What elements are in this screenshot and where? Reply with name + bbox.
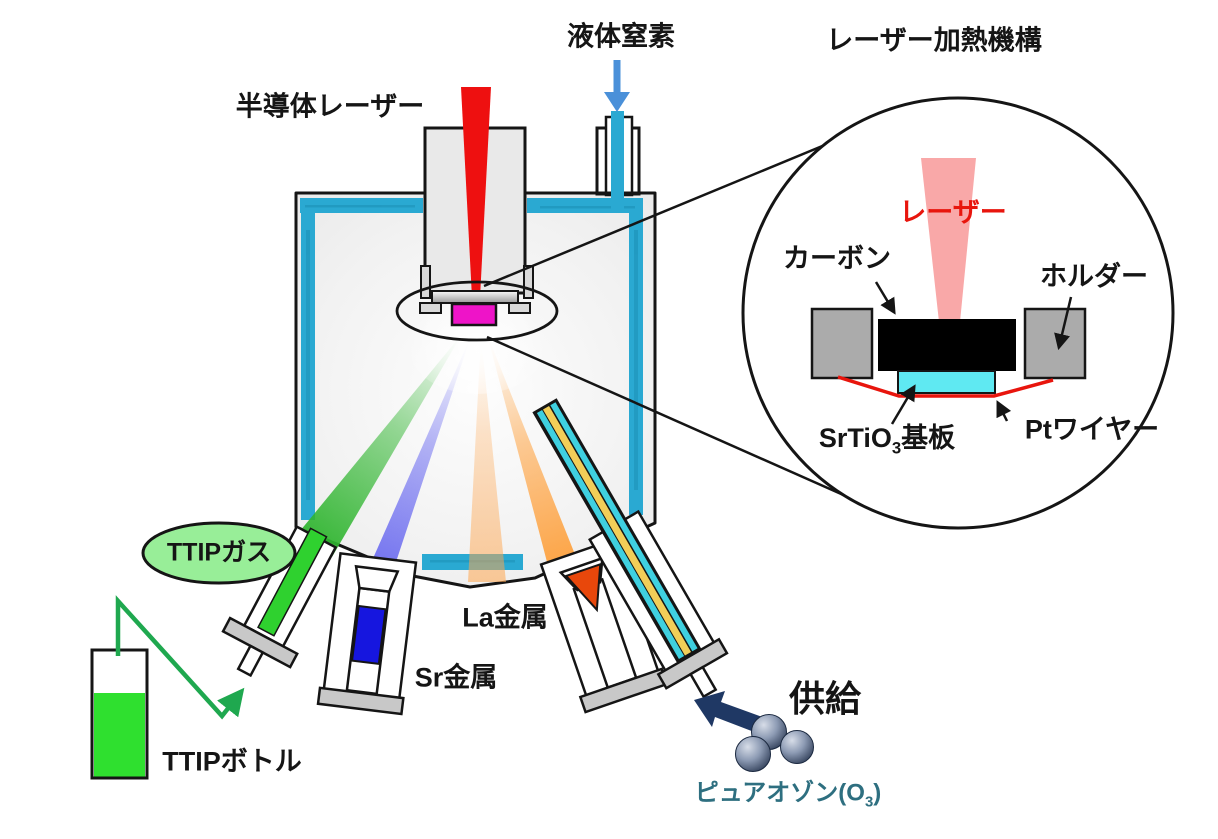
ttip-gas-bubble	[141, 521, 297, 585]
label-sr-metal: Sr金属	[414, 662, 498, 693]
label-holder: ホルダー	[1040, 261, 1148, 292]
ozone-molecule	[735, 714, 814, 772]
ln2-liquid	[611, 111, 624, 213]
la-cell	[539, 538, 669, 714]
label-pt-wire: Ptワイヤー	[1024, 414, 1160, 445]
label-carbon: カーボン	[783, 243, 891, 274]
cooling-lining-top-right	[527, 198, 643, 213]
callout-ellipse	[395, 280, 559, 342]
label-semiconductor-laser: 半導体レーザー	[235, 91, 425, 122]
beam-pale-orange	[468, 336, 506, 582]
callout-line-bottom	[486, 335, 867, 507]
beam-orange-la	[487, 334, 580, 581]
substrate-arrow	[890, 384, 916, 425]
label-pure-ozone: ピュアオゾン(O3)	[694, 779, 882, 811]
carbon-arrow	[874, 281, 896, 315]
sample	[450, 302, 498, 327]
sr-flange	[316, 686, 405, 716]
laser-beam	[461, 87, 491, 298]
label-laser: レーザー	[899, 197, 1007, 228]
label-laser-heating-mechanism: レーザー加熱機構	[826, 25, 1042, 56]
sr-cell	[316, 551, 418, 716]
stage-bar	[431, 290, 519, 304]
ttip-flow-arrow	[115, 595, 245, 720]
sample-stage	[419, 265, 534, 327]
holder-block-left	[810, 307, 874, 380]
holder-block-right	[1023, 307, 1087, 380]
ozone-tube-core	[542, 406, 692, 656]
ln2-inlet	[595, 60, 641, 213]
sr-metal-charge	[350, 604, 387, 665]
label-substrate: SrTiO3基板	[818, 422, 956, 458]
sample-glow	[409, 302, 545, 394]
carbon-plate	[878, 319, 1016, 371]
ozone-tube	[532, 398, 729, 699]
label-la-metal: La金属	[462, 602, 548, 633]
beam-green-ttip	[300, 334, 462, 557]
ptwire-arrow	[996, 400, 1012, 422]
evaporation-beams	[300, 302, 580, 582]
callout-line-top	[483, 140, 833, 288]
beam-blue-sr	[367, 336, 471, 577]
substrate	[897, 370, 996, 394]
ln2-arrow-icon	[604, 60, 630, 112]
zoom-laser-beam	[921, 158, 976, 322]
la-metal-charge	[564, 562, 602, 613]
holder-arrow	[1054, 296, 1073, 351]
label-liquid-nitrogen: 液体窒素	[567, 21, 675, 52]
ttip-bottle	[90, 648, 149, 780]
laser-heating-detail	[810, 158, 1087, 425]
ttip-liquid	[94, 693, 145, 777]
label-ttip-bottle: TTIPボトル	[162, 746, 302, 777]
label-ttip-gas: TTIPガス	[166, 538, 272, 567]
ttip-injector	[221, 525, 338, 678]
label-supply: 供給	[788, 678, 862, 719]
ttip-gas-tube	[257, 527, 328, 637]
pt-wire	[837, 375, 1054, 398]
